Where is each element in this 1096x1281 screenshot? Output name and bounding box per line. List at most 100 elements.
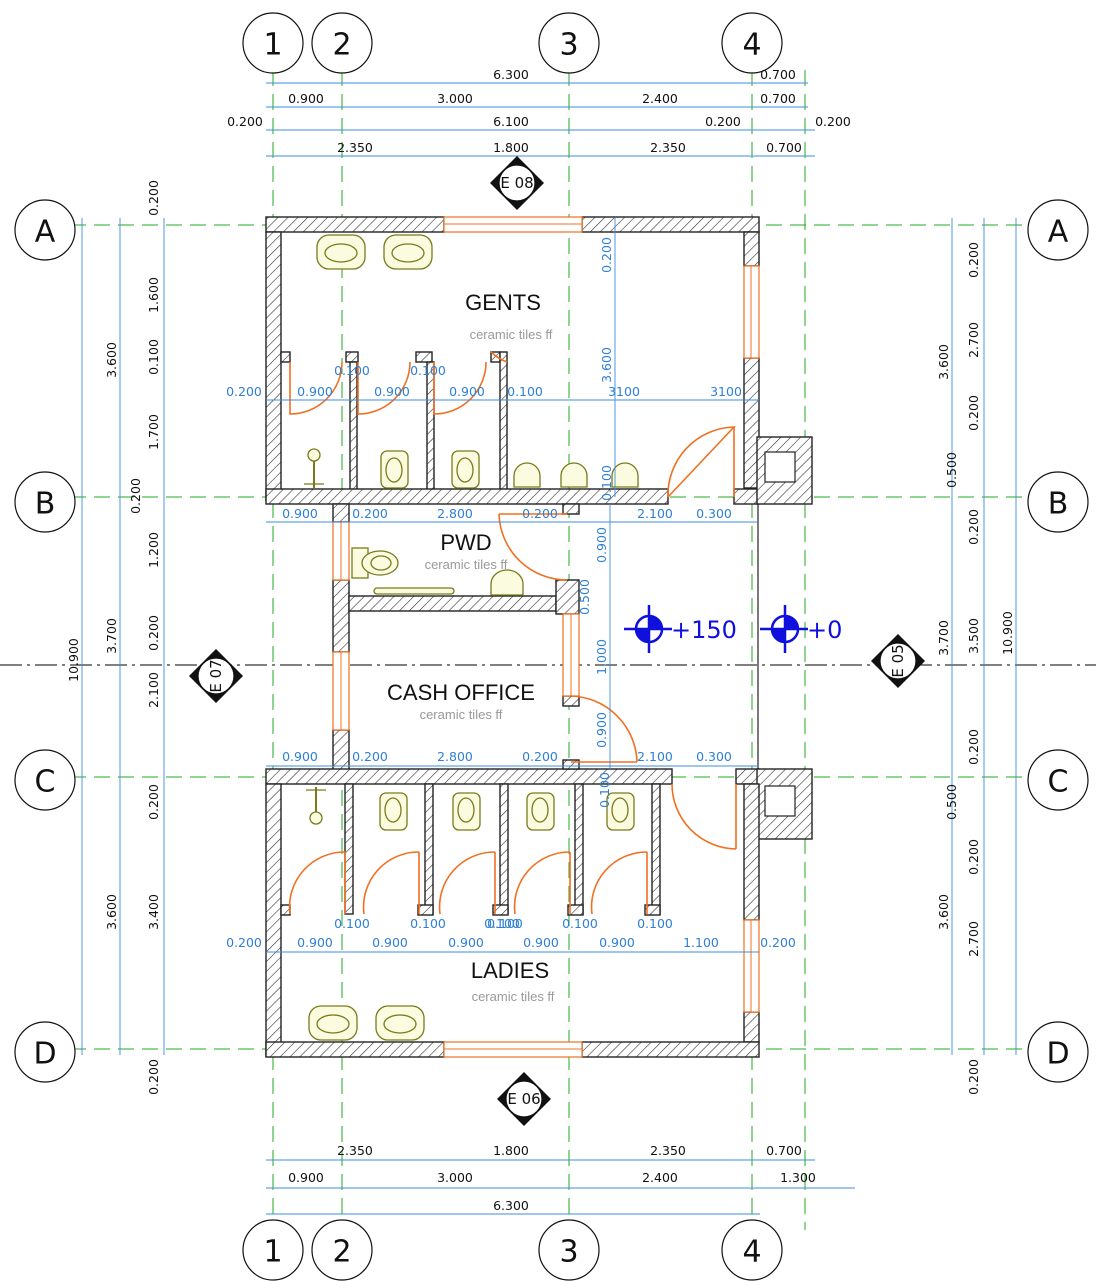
svg-text:2.100: 2.100: [637, 506, 673, 521]
svg-text:0.200: 0.200: [352, 749, 388, 764]
svg-text:3.700: 3.700: [104, 618, 119, 654]
svg-text:3.600: 3.600: [599, 347, 614, 383]
svg-text:1.600: 1.600: [146, 277, 161, 313]
dimensions-right: 10.900 3.600 3.700 3.600 0.200 2.700 0.2…: [936, 218, 1017, 1095]
svg-text:1.800: 1.800: [493, 1143, 529, 1158]
grid-col-3: 3: [559, 28, 578, 63]
svg-text:2.800: 2.800: [437, 506, 473, 521]
interior-dimensions: 0.200 0.900 0.100 0.900 0.100 0.900 0.10…: [226, 217, 796, 953]
grid-bubbles: 1 2 3 4 1 2 3 4 A B C D A B C D: [14, 12, 1089, 1281]
grid-row-a: A: [35, 215, 56, 250]
elevation-label-west: E 07: [207, 659, 225, 692]
doors: [288, 351, 737, 915]
pwd-toilet-icon: [351, 547, 399, 579]
svg-text:3.500: 3.500: [966, 618, 981, 654]
svg-text:0.200: 0.200: [226, 935, 262, 950]
svg-text:3.700: 3.700: [936, 620, 951, 656]
svg-text:1.000: 1.000: [594, 639, 609, 675]
elevation-marker-north: E 08: [490, 156, 544, 210]
dim-top-total: 6.300: [493, 67, 529, 82]
grid-row-b-right: B: [1048, 487, 1069, 522]
windows: [332, 216, 760, 1058]
svg-text:0.500: 0.500: [577, 579, 592, 615]
elevation-label-north: E 08: [500, 174, 533, 192]
svg-text:0.900: 0.900: [297, 384, 333, 399]
svg-text:10.900: 10.900: [1000, 611, 1015, 655]
svg-text:6.300: 6.300: [493, 1198, 529, 1213]
urinal-icon: [611, 462, 639, 488]
svg-text:2.350: 2.350: [337, 1143, 373, 1158]
svg-text:0.200: 0.200: [966, 395, 981, 431]
grab-bar-icon: [373, 587, 455, 595]
toilet-icon: [451, 450, 480, 489]
room-cash-office-label: CASH OFFICE: [387, 680, 535, 705]
walls: [265, 216, 813, 1058]
svg-text:0.200: 0.200: [966, 729, 981, 765]
grid-col-3-bottom: 3: [559, 1235, 578, 1270]
svg-text:1.300: 1.300: [780, 1170, 816, 1185]
svg-text:0.200: 0.200: [226, 384, 262, 399]
svg-text:0.200: 0.200: [227, 114, 263, 129]
grid-col-4: 4: [742, 28, 761, 63]
room-cash-office-finish: ceramic tiles ff: [420, 707, 503, 722]
svg-text:3.400: 3.400: [146, 894, 161, 930]
svg-text:3.600: 3.600: [104, 342, 119, 378]
svg-text:0.900: 0.900: [282, 749, 318, 764]
svg-text:0.100: 0.100: [507, 384, 543, 399]
svg-text:2.700: 2.700: [966, 322, 981, 358]
svg-text:0.900: 0.900: [448, 935, 484, 950]
shower-icon: [306, 787, 326, 825]
elevation-markers: E 08 E 06 E 07 E 05: [189, 156, 925, 1126]
toilet-icon: [526, 792, 555, 831]
elevation-marker-east: E 05: [871, 634, 925, 688]
svg-text:3.600: 3.600: [936, 344, 951, 380]
room-pwd-label: PWD: [440, 530, 491, 555]
svg-text:1.200: 1.200: [146, 532, 161, 568]
svg-text:0.200: 0.200: [146, 615, 161, 651]
elevation-label-east: E 05: [889, 644, 907, 677]
svg-text:2.350: 2.350: [337, 140, 373, 155]
svg-text:3100: 3100: [608, 384, 640, 399]
grid-row-b: B: [35, 487, 56, 522]
svg-text:0.900: 0.900: [288, 91, 324, 106]
room-pwd-finish: ceramic tiles ff: [425, 557, 508, 572]
svg-text:0.200: 0.200: [966, 509, 981, 545]
svg-text:0.100: 0.100: [599, 465, 614, 501]
grid-row-d: D: [33, 1037, 56, 1072]
svg-text:0.200: 0.200: [760, 935, 796, 950]
shower-icon: [304, 448, 324, 488]
svg-text:0.700: 0.700: [760, 91, 796, 106]
svg-text:3.600: 3.600: [936, 894, 951, 930]
room-ladies-finish: ceramic tiles ff: [472, 989, 555, 1004]
svg-text:3.000: 3.000: [437, 91, 473, 106]
sink-icon: [490, 569, 524, 596]
svg-text:0.500: 0.500: [944, 452, 959, 488]
svg-text:0.300: 0.300: [696, 506, 732, 521]
svg-text:0.700: 0.700: [766, 140, 802, 155]
svg-text:2.100: 2.100: [637, 749, 673, 764]
svg-text:2.800: 2.800: [437, 749, 473, 764]
grid-row-c: C: [35, 765, 56, 800]
dim-top-700a: 0.700: [760, 67, 796, 82]
elevation-label-south: E 06: [507, 1090, 540, 1108]
svg-text:0.900: 0.900: [594, 712, 609, 748]
svg-text:1.100: 1.100: [683, 935, 719, 950]
room-gents-finish: ceramic tiles ff: [470, 327, 553, 342]
grid-row-a-right: A: [1048, 215, 1069, 250]
svg-text:2.700: 2.700: [966, 921, 981, 957]
svg-text:0.200: 0.200: [352, 506, 388, 521]
level-marker-inside: +150: [624, 605, 737, 653]
svg-text:0.200: 0.200: [966, 1059, 981, 1095]
svg-text:6.100: 6.100: [493, 114, 529, 129]
fixtures: [304, 234, 639, 1041]
svg-text:1.800: 1.800: [493, 140, 529, 155]
svg-text:0.300: 0.300: [696, 749, 732, 764]
svg-text:0.900: 0.900: [594, 527, 609, 563]
svg-text:0.900: 0.900: [282, 506, 318, 521]
svg-text:0.500: 0.500: [944, 784, 959, 820]
grid-col-2-bottom: 2: [332, 1235, 351, 1270]
elevation-marker-west: E 07: [189, 649, 243, 703]
svg-text:0.200: 0.200: [966, 839, 981, 875]
svg-text:0.100: 0.100: [484, 916, 520, 931]
